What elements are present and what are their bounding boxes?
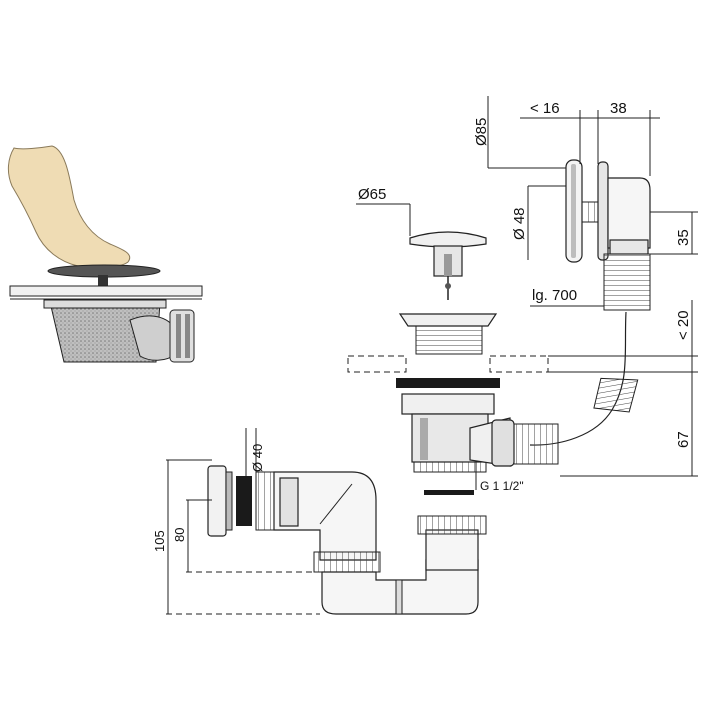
trap-assembly [207, 465, 487, 615]
label-thread: G 1 1/2" [480, 479, 524, 493]
label-lt16: < 16 [530, 100, 560, 117]
overflow-nut [169, 309, 195, 363]
label-w38: 38 [610, 100, 627, 117]
connector-thread [513, 423, 559, 465]
label-h35: 35 [675, 229, 692, 246]
trap-nut-top [417, 515, 487, 535]
label-h105: 105 [152, 530, 167, 552]
trap-nut-down [313, 551, 381, 573]
tub-wall-left [347, 355, 407, 373]
label-d65: Ø65 [358, 186, 386, 203]
trap-nut-left [207, 465, 227, 537]
dimension-lines [166, 96, 698, 615]
trap-elbow [273, 471, 377, 561]
thread-gasket [424, 490, 474, 495]
trap-gasket-left [236, 476, 252, 526]
label-lg700: lg. 700 [532, 287, 577, 304]
overflow-assembly [529, 159, 651, 446]
label-h80: 80 [172, 528, 187, 542]
label-lt20: < 20 [675, 310, 692, 340]
drain-body [401, 393, 495, 415]
overflow-elbow [607, 177, 651, 249]
label-d85: Ø85 [473, 118, 490, 146]
tub-bottom [9, 285, 203, 297]
label-d48: Ø 48 [511, 207, 528, 240]
foot-illustration [7, 145, 203, 363]
foot-shape [7, 145, 131, 268]
drain-thread-top [415, 325, 483, 355]
label-d40: Ø 40 [250, 444, 265, 472]
drain-flange [398, 313, 498, 327]
drain-gasket [396, 378, 500, 388]
label-h67: 67 [675, 431, 692, 448]
tub-wall-right [489, 355, 549, 373]
drain-assembly [347, 231, 698, 495]
popup-plug [409, 231, 487, 248]
trap-riser [425, 529, 479, 571]
dimension-labels: Ø85 < 16 38 Ø65 Ø 48 35 lg. 700 < 20 67 … [152, 100, 692, 552]
overflow-hose-ribbed [603, 253, 651, 311]
